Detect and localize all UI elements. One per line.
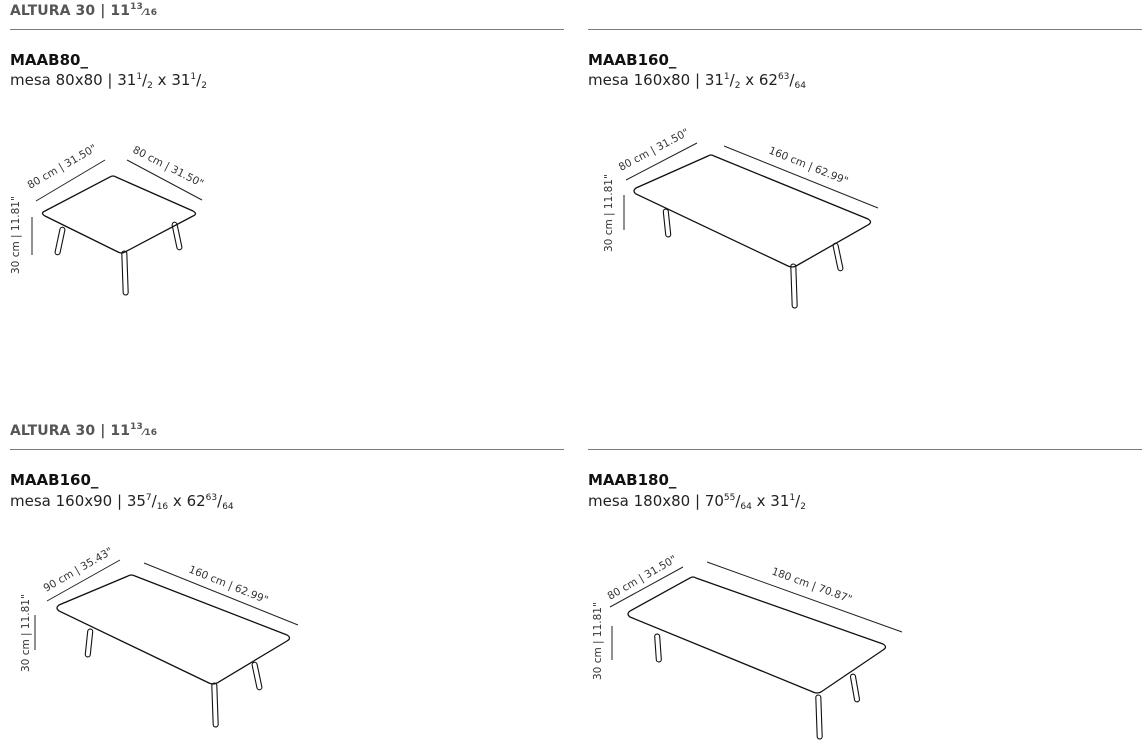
- dims-value: 31: [770, 492, 790, 510]
- table-leg: [790, 263, 798, 309]
- dims-value: 31: [117, 71, 137, 89]
- dims-value: 35: [126, 492, 146, 510]
- dims-base: mesa 80x80 |: [10, 71, 118, 89]
- dims-slash: /: [729, 71, 735, 89]
- table-leg: [211, 682, 219, 728]
- product-dimensions: mesa 160x90 | 357/16 x 6263/64: [10, 492, 234, 512]
- table-leg: [251, 661, 263, 691]
- section-title-altura: ALTURA 30 | 1113⁄16: [10, 2, 158, 20]
- product-code: MAAB160_: [588, 51, 677, 69]
- depth-dim-line: [35, 159, 106, 202]
- section-title-sub: ⁄16: [142, 428, 158, 438]
- section-title-text: ALTURA 30 | 11: [10, 423, 131, 439]
- table-leg: [121, 250, 129, 296]
- width-dim-line: [723, 145, 879, 209]
- depth-dim-line: [609, 566, 684, 608]
- height-dim-label: 30 cm | 11.81": [592, 602, 604, 680]
- height-dim-label: 30 cm | 11.81": [20, 594, 32, 672]
- dims-sub: 2: [201, 81, 207, 91]
- width-dim-line: [143, 562, 299, 626]
- section-title-sup: 13: [130, 422, 143, 432]
- dims-sup: 63: [777, 72, 790, 82]
- dims-base: mesa 180x80 |: [588, 492, 705, 510]
- dims-slash: /: [735, 492, 741, 510]
- dims-separator: x: [152, 71, 172, 89]
- dims-sub: 64: [740, 502, 752, 512]
- product-dimensions: mesa 160x80 | 311/2 x 6263/64: [588, 71, 806, 91]
- section-divider: [588, 449, 1142, 450]
- dims-sub: 16: [156, 502, 169, 512]
- dims-slash: /: [795, 492, 801, 510]
- dims-sub: 64: [222, 502, 234, 512]
- depth-dim-label: 80 cm | 31.50": [606, 553, 679, 602]
- dims-value: 31: [704, 71, 724, 89]
- dims-slash: /: [217, 492, 223, 510]
- dims-separator: x: [168, 492, 187, 510]
- table-leg: [54, 226, 66, 256]
- table-top: [56, 574, 291, 685]
- dims-sub: 2: [147, 81, 153, 91]
- section-title-sub: ⁄16: [142, 8, 158, 18]
- table-top: [633, 154, 872, 268]
- section-divider: [10, 449, 564, 450]
- dims-sub: 2: [734, 81, 741, 91]
- table-top: [627, 576, 887, 694]
- dims-slash: /: [196, 71, 202, 89]
- table-leg: [171, 221, 183, 251]
- table-leg: [84, 628, 94, 658]
- section-divider: [10, 29, 564, 30]
- dims-sup: 55: [723, 493, 736, 503]
- dims-sup: 1: [136, 72, 143, 82]
- section-title-altura: ALTURA 30 | 1113⁄16: [10, 422, 158, 440]
- section-title-sup: 13: [130, 2, 143, 12]
- dims-separator: x: [740, 71, 759, 89]
- depth-dim-line: [625, 142, 698, 181]
- width-dim-line: [126, 159, 203, 201]
- section-divider: [588, 29, 1142, 30]
- product-code: MAAB180_: [588, 471, 677, 489]
- product-dimensions: mesa 80x80 | 311/2 x 311/2: [10, 71, 207, 91]
- table-leg: [815, 694, 823, 740]
- dims-sup: 7: [145, 493, 152, 503]
- dims-sup: 63: [205, 493, 218, 503]
- table-leg: [849, 673, 861, 703]
- dims-sup: 1: [190, 72, 197, 82]
- product-code: MAAB80_: [10, 51, 88, 69]
- width-dim-line: [706, 561, 903, 633]
- dims-sub: 64: [794, 81, 806, 91]
- dims-separator: x: [751, 492, 771, 510]
- dims-sup: 1: [789, 493, 796, 503]
- dims-sub: 2: [800, 502, 806, 512]
- dims-slash: /: [151, 492, 157, 510]
- dims-value: 62: [186, 492, 206, 510]
- table-leg: [654, 633, 662, 663]
- section-title-text: ALTURA 30 | 11: [10, 3, 131, 19]
- product-code: MAAB160_: [10, 471, 99, 489]
- dims-value: 70: [704, 492, 724, 510]
- dims-slash: /: [142, 71, 148, 89]
- height-dim-label: 30 cm | 11.81": [603, 174, 615, 252]
- table-leg: [662, 208, 672, 238]
- dims-base: mesa 160x80 |: [588, 71, 705, 89]
- height-dim-label: 30 cm | 11.81": [10, 196, 22, 274]
- depth-dim-line: [46, 559, 121, 602]
- dims-slash: /: [789, 71, 795, 89]
- dims-value: 62: [758, 71, 778, 89]
- table-top: [41, 175, 197, 254]
- product-dimensions: mesa 180x80 | 7055/64 x 311/2: [588, 492, 806, 512]
- dims-sup: 1: [723, 72, 730, 82]
- dims-base: mesa 160x90 |: [10, 492, 127, 510]
- dims-value: 31: [171, 71, 191, 89]
